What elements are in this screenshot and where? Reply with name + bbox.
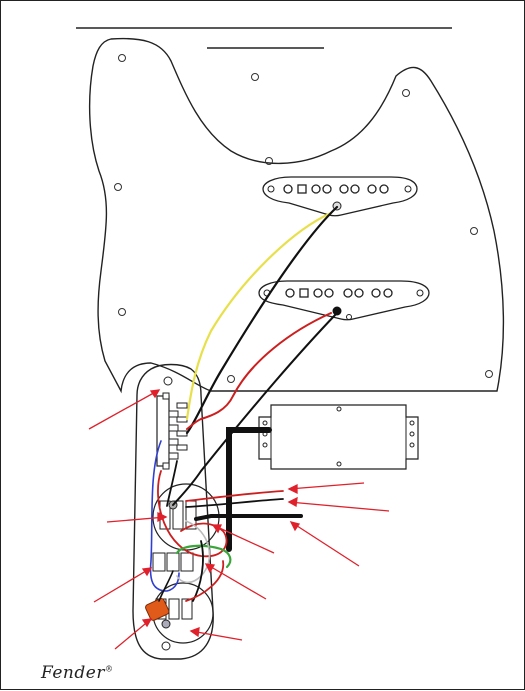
coil-switch: [152, 552, 194, 572]
wire-black-middle: [172, 312, 338, 506]
wire-red-middle: [186, 312, 332, 430]
wire-black-jack: [166, 460, 178, 507]
middle-pickup: [258, 280, 430, 321]
logo-text: Fender: [41, 663, 105, 683]
pickguard-screw-holes: [114, 54, 493, 383]
wire-green: [175, 544, 232, 569]
wire-black-bridge: [226, 427, 272, 552]
wire-red-loop: [157, 470, 228, 558]
selector-switch: [156, 392, 188, 470]
wire-yellow: [185, 211, 333, 421]
logo-trademark: ®: [104, 664, 114, 674]
humbucker-pickup: [258, 404, 419, 470]
fender-logo: Fender®: [41, 663, 113, 683]
wire-black-output: [185, 498, 284, 508]
wire-red-output: [185, 490, 284, 502]
wire-black-tone: [192, 540, 204, 602]
wire-black-switch: [158, 570, 174, 602]
wires: [149, 205, 339, 602]
control-plate: [132, 363, 214, 660]
wire-red-tone: [185, 560, 224, 602]
neck-pickup: [262, 176, 418, 217]
callout-arrows: [88, 389, 390, 650]
capacitor: [145, 598, 170, 621]
wire-black-neck: [185, 205, 339, 435]
wire-black-ground: [194, 514, 303, 521]
wire-blue: [149, 440, 180, 592]
pickguard-outline: [88, 37, 505, 394]
